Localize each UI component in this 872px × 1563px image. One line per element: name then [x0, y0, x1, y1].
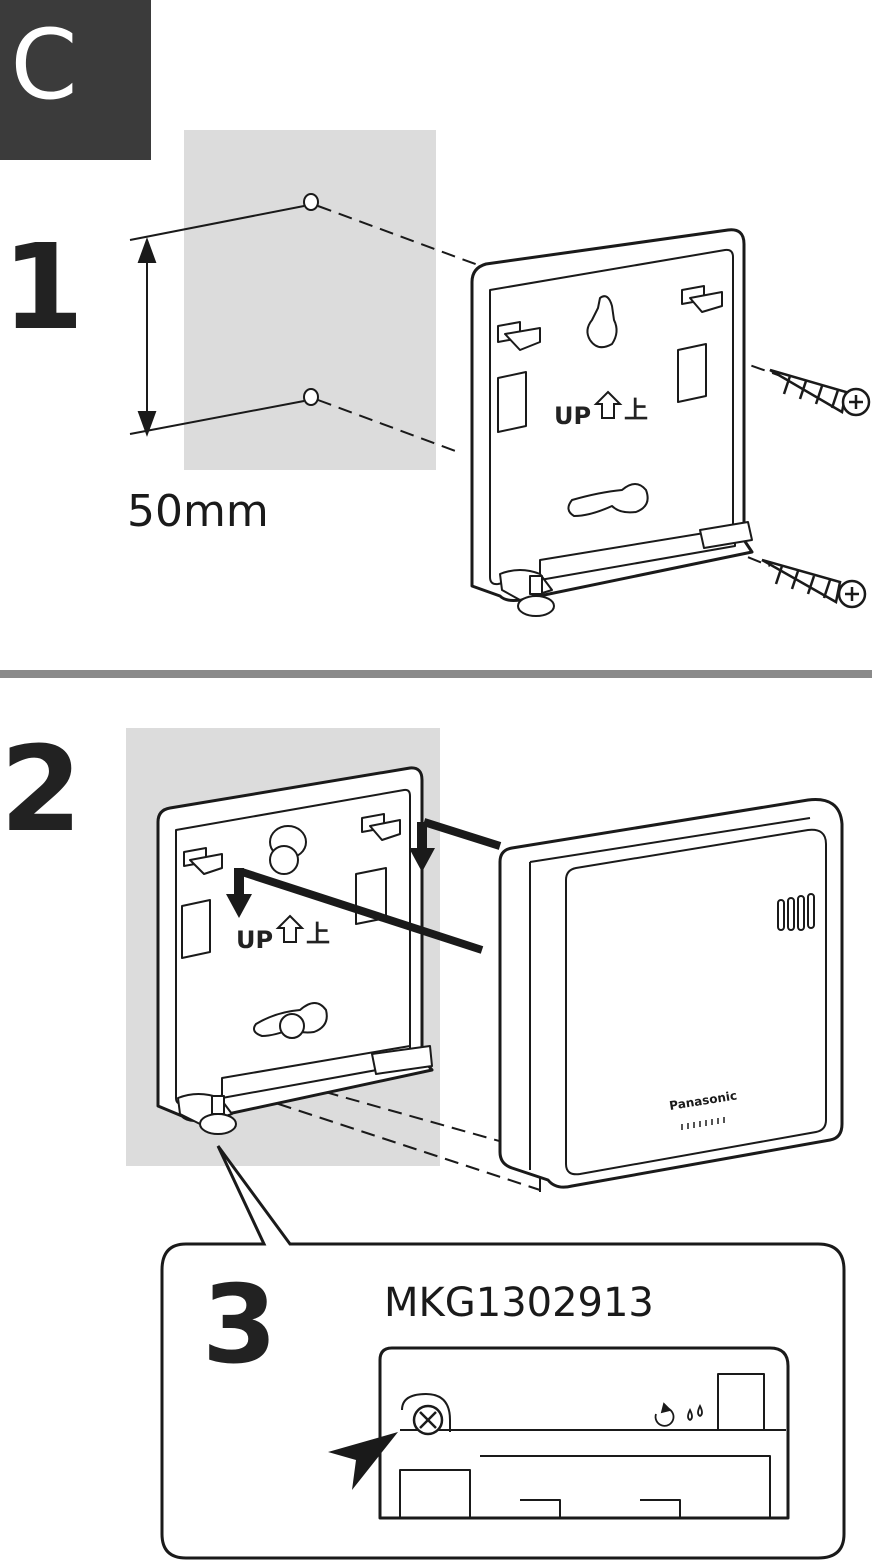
mounting-bracket-step2	[158, 768, 432, 1134]
wall-hole-bottom	[304, 389, 318, 405]
orientation-label-step2: UP	[236, 926, 273, 954]
screw-icon	[762, 560, 865, 607]
device-bottom-view	[380, 1348, 788, 1518]
orientation-label-step1: UP	[554, 402, 591, 430]
panasonic-device	[500, 800, 842, 1188]
screw-icon	[770, 370, 869, 415]
orientation-kanji-step1: 上	[624, 396, 648, 424]
step-2-number: 2	[0, 720, 82, 858]
step-3-number: 3	[202, 1263, 277, 1388]
orientation-kanji-step2: 上	[306, 920, 330, 948]
section-letter: C	[10, 9, 77, 121]
mounting-bracket-step1	[472, 230, 752, 616]
section-divider	[0, 670, 872, 678]
model-number: MKG1302913	[384, 1280, 654, 1326]
wall-hole-top	[304, 194, 318, 210]
step-1-number: 1	[2, 218, 84, 356]
dimension-label: 50mm	[127, 486, 269, 537]
wall-panel-step1	[184, 130, 436, 470]
release-screw-icon	[414, 1406, 442, 1434]
